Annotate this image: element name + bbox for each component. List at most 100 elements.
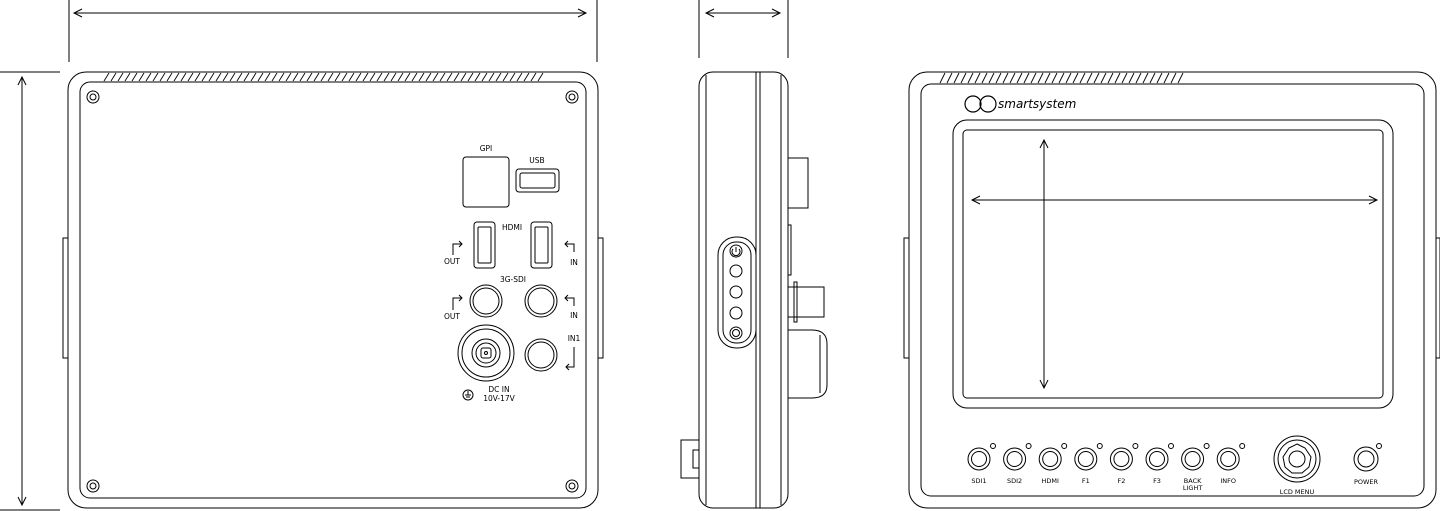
vent-slot [453,72,460,82]
vent-slot [313,72,320,82]
vent-slot [1149,72,1156,84]
vent-slot [131,72,138,82]
back-housing [67,71,599,509]
side-button-4 [729,326,743,340]
button-label-line2: LIGHT [1183,484,1202,492]
button-cap [1220,451,1237,467]
vent-slot [180,72,187,82]
vent-slot [1051,72,1058,84]
vent-slot [334,72,341,82]
sdi-in1-connector [524,338,558,372]
vent-slot [432,72,439,82]
vent-slot [376,72,383,82]
vent-slot [194,72,201,82]
side-housing [698,71,789,509]
front-button-info[interactable]: INFO [1216,443,1246,486]
vent-slot [467,72,474,82]
vent-slot [981,72,988,84]
front-button-f3[interactable]: F3 [1145,443,1174,486]
vent-slot [1009,72,1016,84]
status-led [1239,443,1246,449]
vent-slot [362,72,369,82]
vent-slot [1079,72,1086,84]
brand-logo-icon [964,95,997,113]
vent-slot [1100,72,1107,84]
front-button-sdi2[interactable]: SDI2 [1003,443,1032,486]
lcd-screen [962,129,1384,399]
ground-icon [462,389,474,401]
button-cap [1184,451,1201,467]
vent-hatch [939,72,1184,84]
vent-slot [418,72,425,82]
hdmi-label: HDMI [502,223,522,232]
vent-slot [1072,72,1079,84]
vent-slot [285,72,292,82]
button-cap [1113,451,1130,467]
vent-slot [110,72,117,82]
usb-label: USB [529,156,544,165]
vent-slot [1023,72,1030,84]
button-ring [1003,447,1027,471]
button-label: SDI2 [1007,477,1022,485]
vent-slot [271,72,278,82]
front-button-hdmi[interactable]: HDMI [1038,443,1068,486]
dc-in-connector [457,324,515,382]
front-button-f1[interactable]: F1 [1074,443,1103,486]
vent-slot [222,72,229,82]
button-label: SDI1 [971,477,986,485]
vent-slot [1114,72,1121,84]
vent-slot [1163,72,1170,84]
vent-slot [117,72,124,82]
vent-slot [341,72,348,82]
vent-slot [537,72,544,82]
vent-slot [152,72,159,82]
vent-slot [988,72,995,84]
button-label: HDMI [1041,477,1059,485]
vent-slot [292,72,299,82]
side-foot [680,439,700,479]
power-button[interactable] [1353,446,1379,472]
in1-label: IN1 [568,334,581,343]
rear-connector-profiles [787,157,828,399]
vent-slot [974,72,981,84]
lcd-menu-knob[interactable] [1273,435,1321,483]
sdi-out-connector [469,284,503,318]
vent-slot [201,72,208,82]
vent-slot [103,72,110,82]
vent-slot [369,72,376,82]
button-cap [1149,451,1165,467]
front-handle-right [1435,237,1440,359]
front-button-sdi1[interactable]: SDI1 [967,443,996,486]
side-handle-left [62,237,69,359]
vent-slot [1170,72,1177,84]
vent-slot [946,72,953,84]
vent-slot [138,72,145,82]
button-label: F3 [1153,477,1161,485]
front-button-f2[interactable]: F2 [1109,443,1139,486]
button-cap [1006,451,1023,467]
vent-slot [397,72,404,82]
vent-slot [530,72,537,82]
vent-slot [264,72,271,82]
vent-slot [939,72,946,84]
vent-slot [995,72,1002,84]
vent-slot [1156,72,1163,84]
gpi-port [462,156,510,208]
vent-slot [509,72,516,82]
usb-port [515,168,560,193]
vent-slot [306,72,313,82]
vent-slot [1058,72,1065,84]
vent-slot [299,72,306,82]
side-handle-right [597,237,604,359]
vent-slot [236,72,243,82]
vent-slot [327,72,334,82]
vent-slot [1016,72,1023,84]
vent-slot [390,72,397,82]
hdmi-out-label: OUT [444,257,460,266]
status-led [1025,443,1032,449]
sdi-label: 3G-SDI [500,275,526,284]
sdi-in-connector [524,284,558,318]
status-led [1096,443,1103,449]
